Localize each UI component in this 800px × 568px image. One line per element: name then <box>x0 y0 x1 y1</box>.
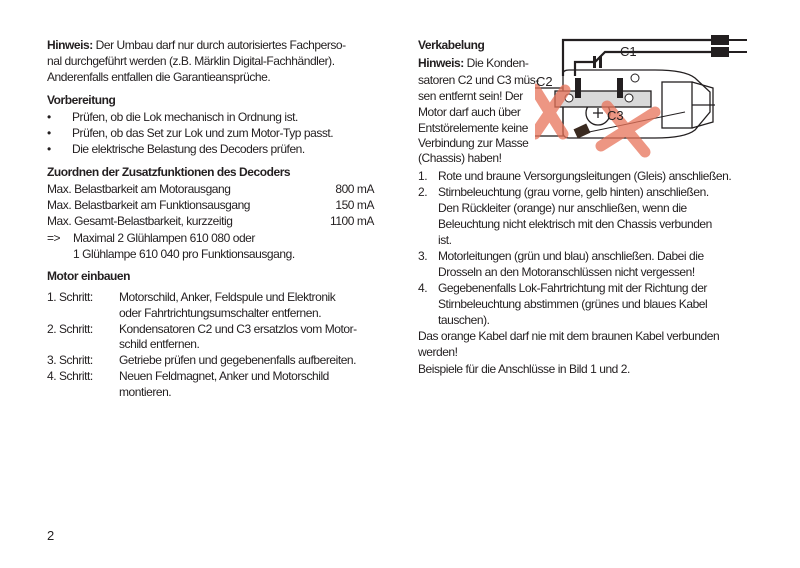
item-text: tauschen). <box>438 313 490 327</box>
prep-heading: Vorbereitung <box>47 93 116 107</box>
wire-top <box>561 38 725 76</box>
label-c3: C3 <box>607 108 624 123</box>
wiring-note-line: satoren C2 und C3 müs- <box>418 73 539 87</box>
prep-item: Prüfen, ob die Lok mechanisch in Ordnung… <box>72 110 298 124</box>
warning-line: werden! <box>418 345 458 359</box>
label-c1: C1 <box>620 44 637 59</box>
motor-heading: Motor einbauen <box>47 269 131 283</box>
load-value: 1100 mA <box>330 214 374 228</box>
step-text: Neuen Feldmagnet, Anker und Motorschild <box>119 369 329 383</box>
label-c2: C2 <box>536 74 553 89</box>
motor-body <box>661 81 693 129</box>
choke <box>573 123 591 139</box>
step-text: Kondensatoren C2 und C3 ersatzlos vom Mo… <box>119 322 357 336</box>
load-label: Max. Belastbarkeit am Motorausgang <box>47 182 231 196</box>
wiring-note-line: Verbindung zur Masse <box>418 136 529 150</box>
warning-line: Das orange Kabel darf nie mit dem braune… <box>418 329 720 343</box>
c2-frame <box>535 87 564 137</box>
prep-item: Prüfen, ob das Set zur Lok und zum Motor… <box>72 126 334 140</box>
wiring-note-line: Motor darf auch über <box>418 105 521 119</box>
step-text: Getriebe prüfen und gegebenenfalls aufbe… <box>119 353 357 367</box>
item-number: 3. <box>418 249 428 263</box>
load-label: Max. Gesamt-Belastbarkeit, kurzzeitig <box>47 214 233 228</box>
step-label: 1. Schritt: <box>47 290 93 304</box>
page-number: 2 <box>47 528 54 543</box>
wiring-heading: Verkabelung <box>418 38 485 52</box>
note-text: Der Umbau darf nur durch autorisiertes F… <box>92 38 347 52</box>
note-line: nal durchgeführt werden (z.B. Märklin Di… <box>47 54 335 68</box>
conclusion-line: 1 Glühlampe 610 040 pro Funktionsausgang… <box>73 247 295 261</box>
item-text: Drosseln an den Motoranschlüssen nicht v… <box>438 265 695 279</box>
step-text: montieren. <box>119 385 172 399</box>
item-number: 4. <box>418 281 428 295</box>
note-line: Hinweis: Der Umbau darf nur durch autori… <box>47 38 346 52</box>
wiring-note-line: Hinweis: Die Konden- <box>418 56 529 70</box>
examples-line: Beispiele für die Anschlüsse in Bild 1 u… <box>418 362 630 376</box>
item-text: Stirnbeleuchtung (grau vorne, gelb hinte… <box>438 185 709 199</box>
wiring-note-line: (Chassis) haben! <box>418 151 502 165</box>
arrow-marker: => <box>47 231 61 245</box>
step-label: 3. Schritt: <box>47 353 93 367</box>
wiring-note-line: sen entfernt sein! Der <box>418 89 523 103</box>
load-label: Max. Belastbarkeit am Funktionsausgang <box>47 198 251 212</box>
cross-c2 <box>535 83 571 140</box>
item-text: Stirnbeleuchtung abstimmen (grünes und b… <box>438 297 708 311</box>
assign-heading: Zuordnen der Zusatzfunktionen des Decode… <box>47 165 291 179</box>
cross-c3 <box>595 100 661 158</box>
load-value: 800 mA <box>335 182 374 196</box>
wiring-note-line: Entstörelemente keine <box>418 121 528 135</box>
note-label: Hinweis: <box>47 38 93 52</box>
note-text: Die Konden- <box>463 56 529 70</box>
bullet-icon: • <box>47 142 51 156</box>
conclusion-line: Maximal 2 Glühlampen 610 080 oder <box>73 231 255 245</box>
step-label: 2. Schritt: <box>47 322 93 336</box>
step-text: Motorschild, Anker, Feldspule und Elektr… <box>119 290 336 304</box>
wire-second <box>573 50 725 76</box>
prep-item: Die elektrische Belastung des Decoders p… <box>72 142 305 156</box>
item-text: ist. <box>438 233 452 247</box>
bullet-icon: • <box>47 126 51 140</box>
motor-wiring-diagram: C1 C2 C3 <box>535 35 747 158</box>
item-number: 1. <box>418 169 428 183</box>
note-label: Hinweis: <box>418 56 464 70</box>
item-text: Beleuchtung nicht elektrisch mit den Cha… <box>438 217 712 231</box>
step-label: 4. Schritt: <box>47 369 93 383</box>
item-number: 2. <box>418 185 428 199</box>
item-text: Motorleitungen (grün und blau) anschließ… <box>438 249 704 263</box>
item-text: Gegebenenfalls Lok-Fahrtrichtung mit der… <box>438 281 707 295</box>
plug-top <box>711 35 729 45</box>
note-line: Anderenfalls entfallen die Garantieanspr… <box>47 70 271 84</box>
step-text: oder Fahrtrichtungsumschalter entfernen. <box>119 306 322 320</box>
plug-second <box>711 47 729 57</box>
bullet-icon: • <box>47 110 51 124</box>
item-text: Rote und braune Versorgungsleitungen (Gl… <box>438 169 732 183</box>
item-text: Den Rückleiter (orange) nur anschließen,… <box>438 201 687 215</box>
load-value: 150 mA <box>335 198 374 212</box>
step-text: schild entfernen. <box>119 337 200 351</box>
